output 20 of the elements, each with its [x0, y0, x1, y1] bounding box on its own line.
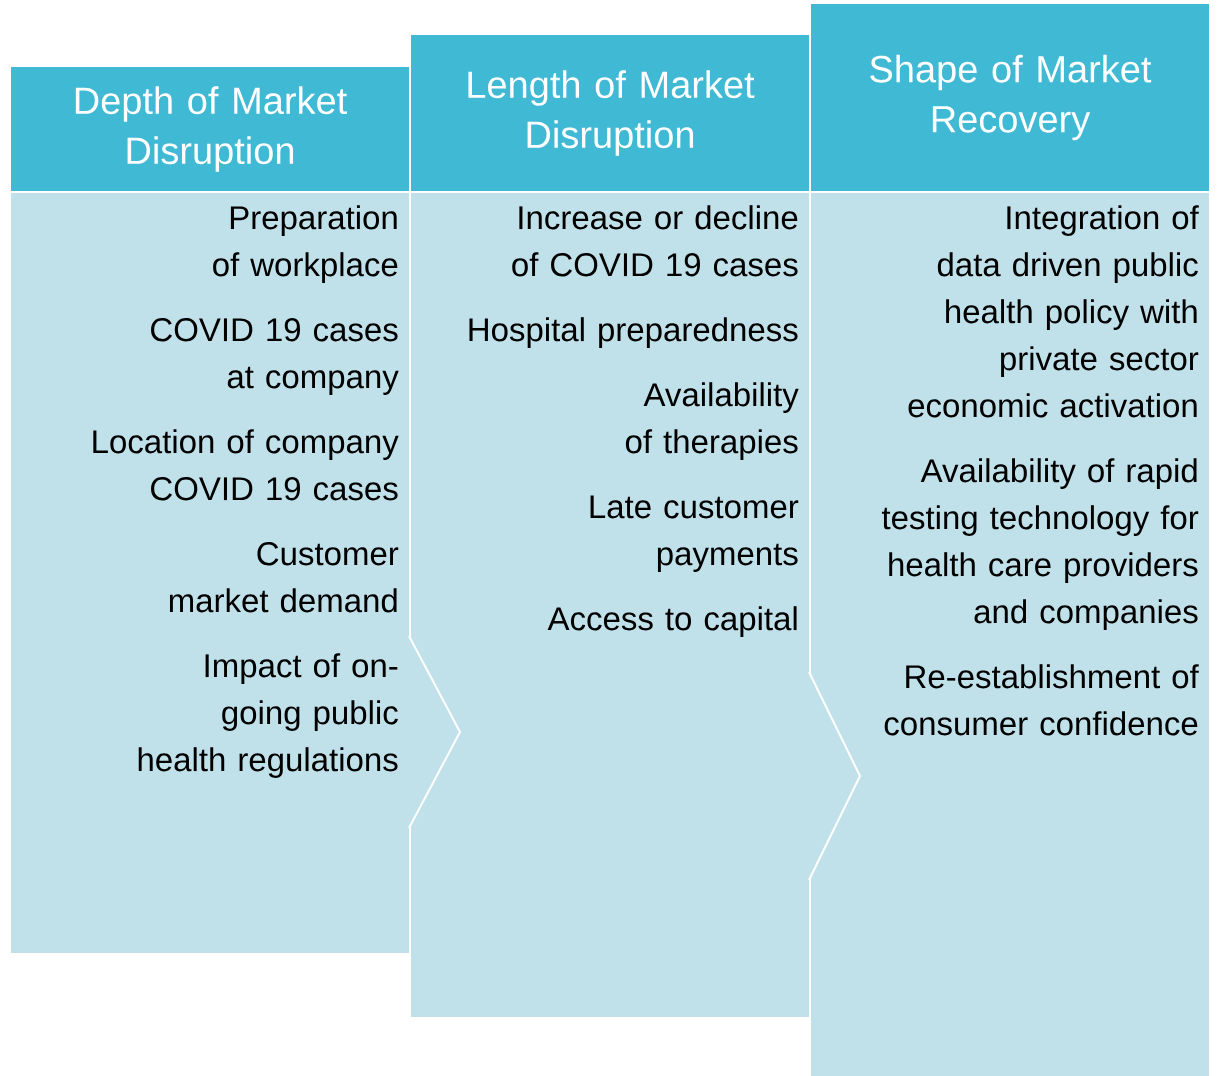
node-label: Availability of therapies	[625, 382, 799, 460]
node-label: Access to capital	[547, 606, 797, 637]
node-label: Preparation of workplace	[213, 205, 398, 283]
node-label: Availability of rapid testing technology for health care providers and companies	[881, 458, 1199, 630]
column-body: Integration of data driven public health policy with private sector economic activation Availability of rapid testing technology for health care providers and companies Re-establishment of consumer confidence	[811, 193, 1209, 1076]
node-label: Depth of Market Disruption	[75, 86, 347, 172]
node-label: Re-establishment of consumer confidence	[884, 664, 1199, 736]
column-header: Depth of Market Disruption	[11, 67, 409, 191]
node-label: Integration of data driven public health policy with private sector economic activation	[908, 205, 1199, 418]
node-label: Length of Market Disruption	[468, 70, 755, 156]
node-label: COVID 19 cases at company	[151, 318, 399, 395]
column-header: Shape of Market Recovery	[811, 4, 1209, 191]
column-header: Length of Market Disruption	[411, 35, 809, 191]
node-label: Customer market demand	[169, 542, 399, 613]
node-label: Increase or decline of COVID 19 cases	[512, 205, 798, 277]
node-label: Late customer payments	[590, 495, 799, 572]
node-label: Impact of on-going public health regulations	[138, 653, 398, 778]
node-label: Location of company COVID 19 cases	[93, 429, 399, 501]
node-label: Hospital preparedness	[469, 317, 798, 348]
node-label: Shape of Market Recovery	[870, 54, 1152, 141]
